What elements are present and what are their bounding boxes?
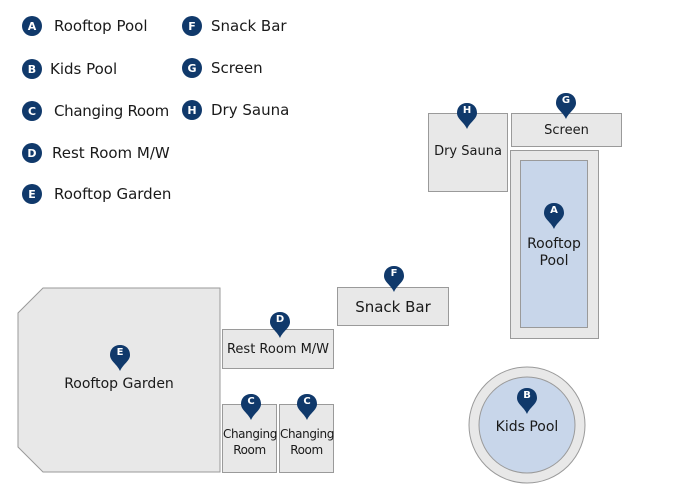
map-pin-icon [384, 266, 404, 292]
legend-badge: F [182, 16, 202, 36]
kids-pool-label: Kids Pool [495, 419, 559, 435]
legend-badge: G [182, 58, 202, 78]
legend-label: Changing Room [54, 102, 169, 120]
dry-sauna-label: Dry Sauna [434, 144, 502, 159]
legend-label: Rest Room M/W [52, 144, 170, 162]
pin-g[interactable]: G [555, 92, 577, 120]
rooftop-garden-area [17, 287, 221, 473]
rest-room-area: Rest Room M/W [222, 329, 334, 369]
legend-item-h: H Dry Sauna [182, 99, 289, 121]
screen-label: Screen [544, 123, 589, 138]
changing-room-2-area: Changing Room [279, 404, 334, 473]
map-pin-icon [297, 394, 317, 420]
legend-badge: A [22, 16, 42, 36]
legend-badge: E [22, 184, 42, 204]
legend-label: Snack Bar [211, 17, 287, 35]
map-pin-icon [517, 388, 537, 414]
rooftop-pool-water [520, 160, 588, 328]
legend-badge: B [22, 59, 42, 79]
map-pin-icon [241, 394, 261, 420]
map-pin-icon [457, 103, 477, 129]
rooftop-pool-label: Rooftop Pool [527, 236, 581, 269]
legend-item-g: G Screen [182, 57, 263, 79]
legend-label: Rooftop Pool [54, 17, 148, 35]
changing-room-2-label: Changing Room [280, 427, 334, 457]
screen-area: Screen [511, 113, 622, 147]
legend-label: Kids Pool [50, 60, 118, 78]
legend-badge: D [22, 143, 42, 163]
pin-e[interactable]: E [109, 344, 131, 372]
map-pin-icon [110, 345, 130, 371]
pin-a[interactable]: A [543, 202, 565, 230]
rooftop-garden-label: Rooftop Garden [64, 376, 174, 392]
snack-bar-area: Snack Bar [337, 287, 449, 326]
legend-label: Dry Sauna [211, 101, 290, 119]
map-pin-icon [556, 93, 576, 119]
map-pin-icon [270, 312, 290, 338]
rest-room-label: Rest Room M/W [226, 342, 330, 357]
kids-pool-water [478, 376, 576, 474]
changing-room-1-label: Changing Room [223, 427, 277, 457]
legend-item-a: A Rooftop Pool [22, 15, 148, 37]
pin-h[interactable]: H [456, 102, 478, 130]
map-pin-icon [544, 203, 564, 229]
legend-label: Screen [211, 59, 263, 77]
pin-c-1[interactable]: C [240, 393, 262, 421]
pin-c-2[interactable]: C [296, 393, 318, 421]
legend-item-e: E Rooftop Garden [22, 183, 171, 205]
pin-f[interactable]: F [383, 265, 405, 293]
legend-badge: H [182, 100, 202, 120]
pin-b[interactable]: B [516, 387, 538, 415]
pin-d[interactable]: D [269, 311, 291, 339]
legend-item-f: F Snack Bar [182, 15, 287, 37]
legend-label: Rooftop Garden [54, 185, 172, 203]
legend-item-d: D Rest Room M/W [22, 142, 170, 164]
snack-bar-label: Snack Bar [355, 298, 431, 316]
legend-item-b: B Kids Pool [22, 58, 117, 80]
legend-item-c: C Changing Room [22, 100, 169, 122]
legend-badge: C [22, 101, 42, 121]
